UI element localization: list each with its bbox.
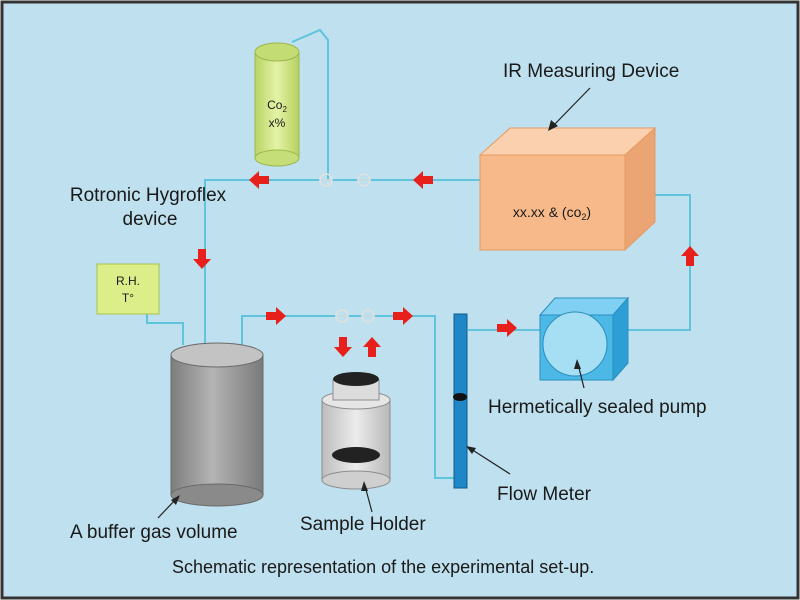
- flow-meter: [453, 313, 468, 489]
- flow-arrow-to-pump: [497, 319, 517, 337]
- cylinder-top: [254, 42, 300, 62]
- buffer-tank-body: [170, 354, 264, 496]
- pipe-rh-sensor-line: [146, 313, 184, 345]
- rotronic-label-line2: device: [123, 209, 178, 230]
- ir-device-pointer-head: [548, 120, 558, 131]
- sample-holder-lid: [333, 372, 379, 386]
- pump-pointer-head: [574, 359, 581, 369]
- ir-reading-label: xx.xx & (co2): [513, 204, 591, 222]
- sample-holder: [321, 372, 391, 490]
- valves: [319, 173, 375, 323]
- cylinder-bottom: [254, 149, 300, 167]
- cylinder-concentration-label: x%: [269, 116, 286, 130]
- flow-meter-pointer-head: [466, 446, 476, 454]
- buffer-tank-bottom: [170, 483, 264, 507]
- flow-arrow-up-right: [681, 246, 699, 266]
- temperature-label: T°: [122, 291, 134, 305]
- co2-gas-cylinder: Co2 x%: [254, 42, 300, 167]
- buffer-label: A buffer gas volume: [70, 522, 238, 543]
- flow-arrow-top-left: [249, 171, 269, 189]
- flow-arrow-top-right: [413, 171, 433, 189]
- buffer-pointer-head: [171, 495, 180, 505]
- sample-holder-base: [321, 399, 391, 481]
- ir-device-pointer: [552, 87, 591, 127]
- sample-holder-label: Sample Holder: [300, 514, 426, 535]
- flow-meter-pointer: [470, 448, 511, 475]
- buffer-tank-top: [170, 342, 264, 368]
- flow-arrow-down-left: [193, 249, 211, 269]
- pipe-cylinder-line: [291, 28, 329, 180]
- pump-rotor: [542, 311, 608, 377]
- sample-disk: [332, 447, 380, 463]
- flow-meter-float: [453, 393, 467, 401]
- ir-measuring-device: xx.xx & (co2): [478, 126, 657, 252]
- buffer-pointer: [157, 498, 177, 519]
- sample-holder-base-bottom: [321, 470, 391, 490]
- flow-arrow-mid-2: [393, 307, 413, 325]
- cylinder-body: [254, 51, 300, 159]
- rotronic-label-line1: Rotronic Hygroflex: [70, 185, 227, 206]
- flow-arrows: [193, 171, 699, 357]
- pipe-buffer-to-flowmeter: [241, 315, 455, 479]
- pump-label: Hermetically sealed pump: [488, 397, 707, 418]
- cylinder-gas-label: Co2: [267, 98, 287, 114]
- rh-sensor-box: [96, 263, 160, 315]
- flow-arrow-sample-down: [334, 337, 352, 357]
- sample-holder-pointer-head: [361, 481, 368, 491]
- flow-arrow-sample-up: [363, 337, 381, 357]
- buffer-gas-tank: [170, 342, 264, 507]
- rh-label: R.H.: [116, 274, 140, 288]
- flow-meter-label: Flow Meter: [497, 484, 592, 505]
- hermetic-pump: [538, 296, 630, 382]
- ir-box-front: [479, 154, 626, 251]
- flow-arrow-mid-1: [266, 307, 286, 325]
- ir-box-top: [478, 127, 657, 156]
- diagram-caption: Schematic representation of the experime…: [172, 557, 594, 577]
- ir-device-label: IR Measuring Device: [503, 61, 679, 82]
